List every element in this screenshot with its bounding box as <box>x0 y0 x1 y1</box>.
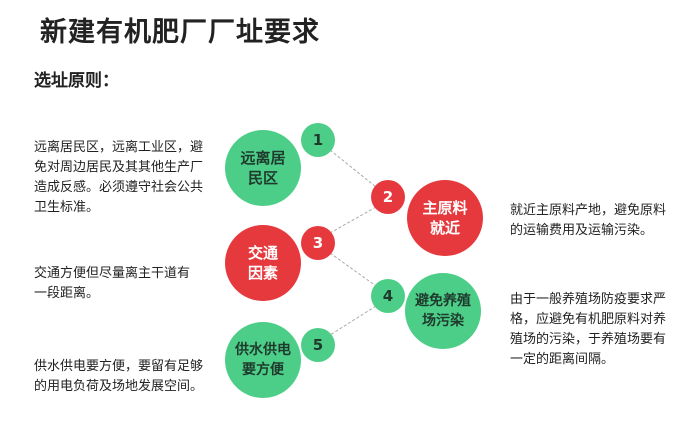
label-2a: 主原料 <box>422 199 468 217</box>
connector-4-5 <box>329 305 377 336</box>
label-1b: 民区 <box>247 169 278 187</box>
number-badge-5: 5 <box>301 328 335 362</box>
label-5a: 供水供电 <box>235 342 291 358</box>
description-4: 由于一般养殖场防疫要求严格，应避免有机肥原料对养殖场的污染，于养殖场要有一定的距… <box>510 292 667 367</box>
description-3: 交通方便但尽量离主干道有一段距离。 <box>34 266 191 301</box>
label-3b: 因素 <box>247 264 278 282</box>
number-badge-2: 2 <box>371 180 405 214</box>
label-4a: 避免养殖 <box>415 293 471 309</box>
connector-1-2 <box>329 149 377 188</box>
connector-3-4 <box>329 252 377 287</box>
number-badge-3: 3 <box>301 226 335 260</box>
circle-2: 主原料就近 <box>407 180 483 256</box>
connector-2-3 <box>329 206 377 234</box>
label-5b: 要方便 <box>242 362 284 378</box>
label-4b: 场污染 <box>422 313 464 329</box>
label-1a: 远离居 <box>240 149 286 167</box>
description-1: 远离居民区，远离工业区，避免对周边居民及其其他生产厂造成反感。必须遵守社会公共卫… <box>34 140 204 215</box>
description-2: 就近主原料产地，避免原料的运输费用及运输污染。 <box>510 203 667 238</box>
label-2b: 就近 <box>429 219 460 237</box>
number-badge-1: 1 <box>301 123 335 157</box>
circle-1: 远离居民区 <box>225 130 301 206</box>
number-badge-4: 4 <box>371 279 405 313</box>
subtitle: 选址原则： <box>34 71 119 91</box>
circle-3: 交通因素 <box>225 225 301 301</box>
description-5: 供水供电要方便，要留有足够的用电负荷及场地发展空间。 <box>34 359 204 394</box>
page-title: 新建有机肥厂厂址要求 <box>40 17 320 48</box>
circle-5: 供水供电要方便 <box>225 322 301 398</box>
circle-4: 避免养殖场污染 <box>405 273 481 349</box>
label-3a: 交通 <box>247 244 278 262</box>
